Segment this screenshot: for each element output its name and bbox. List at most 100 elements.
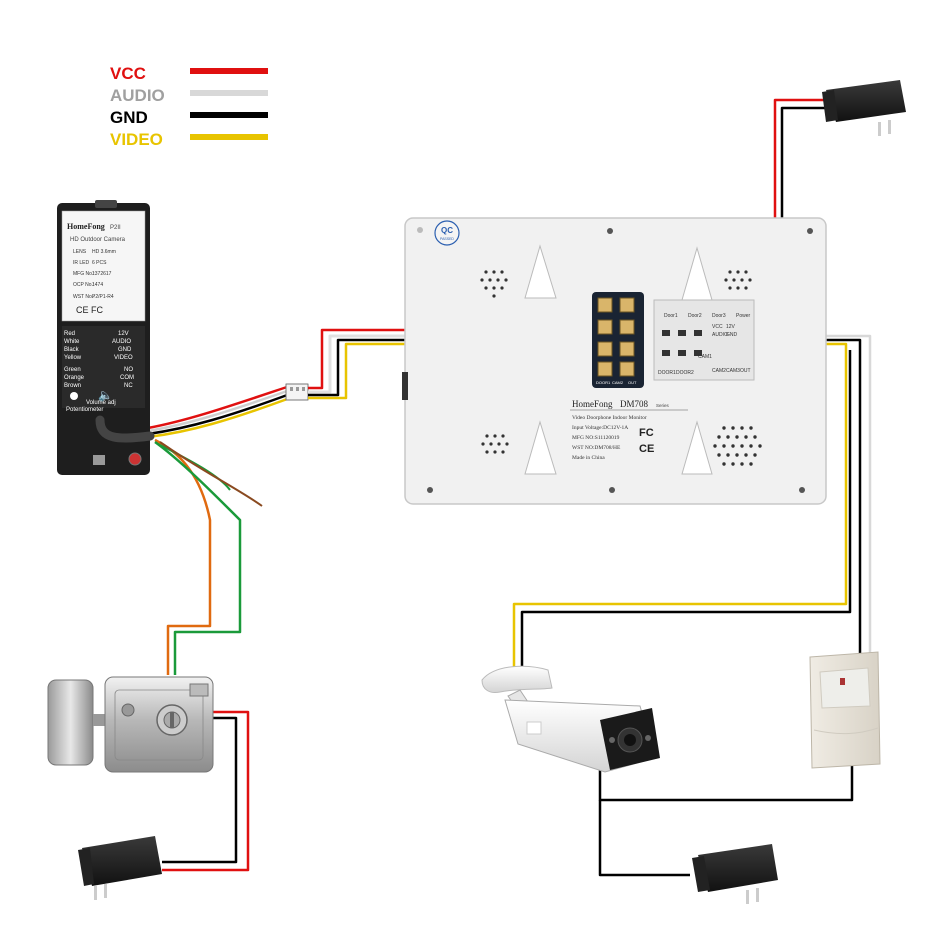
port-mid-vcc: VCC (712, 324, 723, 330)
port-mid-12v: 12V (726, 324, 736, 330)
port-low-door1: DOOR1 (658, 370, 676, 376)
pir-sensor (809, 651, 881, 769)
monitor-label-line3: MFG NO:S11120019 (572, 435, 620, 441)
speaker-icon: 🔈 (98, 388, 113, 402)
door-camera-brand: HomeFong (67, 222, 105, 231)
connector-label-out: OUT (628, 380, 637, 385)
door-camera-subtitle: HD Outdoor Camera (70, 237, 126, 243)
camera-power-adapter (692, 844, 778, 904)
legend-label-gnd: GND (110, 108, 148, 127)
door-camera-spec-wst-value: P2/P1-R4 (92, 294, 114, 300)
cctv-camera (481, 665, 660, 773)
monitor-label-line4: WST NO:DM708/HE (572, 445, 621, 451)
wires (147, 98, 872, 877)
monitor-label-line1: Video Doorphone Indoor Monitor (572, 415, 647, 421)
door-camera-spec-mfg-label: MFG No.: (73, 271, 95, 277)
door-camera-lead-wires (147, 384, 291, 675)
port-low-cam2: CAM2 (712, 368, 726, 374)
legend-label-video: VIDEO (110, 130, 163, 149)
port-low-cam3: CAM3 (726, 368, 740, 374)
door-camera-screw (128, 452, 142, 466)
qc-sub: PASSED (440, 237, 454, 241)
speaker-grill-bottom-left (481, 434, 509, 454)
wire-white-func: AUDIO (112, 339, 131, 345)
door-camera-spec-oc-value: 1474 (92, 282, 103, 288)
mount-hook-bottom-left (524, 420, 557, 475)
wire-brown-func: NC (124, 383, 133, 389)
door-camera-spec-lens-value: HD 3.6mm (92, 249, 116, 255)
monitor-power-adapter (822, 80, 906, 136)
wire-white-name: White (64, 339, 80, 345)
port-top-door1: Door1 (664, 313, 678, 319)
wire-connector (285, 383, 309, 401)
port-top-power: Power (736, 313, 751, 319)
monitor-product-label: HomeFong DM708 Series Video Doorphone In… (570, 399, 688, 461)
wire-orange-name: Orange (64, 375, 85, 381)
electric-lock (47, 676, 214, 773)
wire-green-name: Green (64, 367, 81, 373)
door-camera-spec-lens-label: LENS (73, 249, 87, 255)
wire-red-func: 12V (118, 331, 129, 337)
lock-power-wires (162, 710, 250, 872)
port-top-door3: Door3 (712, 313, 726, 319)
port-mid-gnd: GND (726, 332, 738, 338)
legend-item-audio: AUDIO (110, 86, 268, 105)
door-camera-model: P2II (110, 225, 121, 231)
speaker-grill-top-right (724, 270, 752, 290)
wire-brown-name: Brown (64, 383, 81, 389)
monitor-ce-mark: CE (639, 443, 654, 455)
legend-label-vcc: VCC (110, 64, 146, 83)
port-mid-audio: AUDIO (712, 332, 728, 338)
door-camera-spec-mfg-value: 1372617 (92, 271, 112, 277)
monitor-port-label-panel: Door1 Door2 Door3 Power VCC 12V AUDIO GN… (653, 299, 755, 381)
door-camera-spec-wst-label: WST No.: (73, 294, 95, 300)
lock-strike-plate (47, 679, 94, 766)
volume-adjust-knob (70, 392, 78, 400)
door-camera-marks: CE FC (76, 305, 104, 315)
speaker-grill-top-left (480, 270, 508, 298)
wire-black-name: Black (64, 347, 80, 353)
door-camera-cable-entry (95, 415, 155, 443)
monitor-model: DM708 (620, 399, 649, 409)
wire-black-func: GND (118, 347, 132, 353)
door-camera-spec-ir-value: 6 PCS (92, 260, 107, 266)
legend-item-vcc: VCC (110, 64, 268, 83)
port-low-out: OUT (740, 368, 751, 374)
speaker-grill-bottom-right (713, 426, 762, 466)
wire-green-func: NO (124, 367, 133, 373)
wire-yellow-name: Yellow (64, 355, 82, 361)
door-camera: HomeFong P2II HD Outdoor Camera LENS HD … (57, 200, 155, 475)
volume-adj-label: Volume adj (86, 400, 116, 406)
legend: VCC AUDIO GND VIDEO (110, 64, 268, 149)
monitor-label-line5: Made in China (572, 455, 605, 461)
monitor-fc-mark: FC (639, 427, 654, 439)
connector-label-door1: DOOR1 (596, 380, 611, 385)
port-low-door2: DOOR2 (676, 370, 694, 376)
door-camera-wire-table: Red 12V White AUDIO Black GND Yellow VID… (62, 326, 145, 413)
monitor-label-line2: Input Voltage:DC12V-1A (572, 425, 628, 431)
wire-yellow-func: VIDEO (114, 355, 133, 361)
legend-label-audio: AUDIO (110, 86, 165, 105)
mount-hook-top-left (524, 244, 557, 299)
connector-label-cam2: CAM2 (612, 380, 624, 385)
lock-power-adapter (78, 836, 162, 900)
monitor-brand: HomeFong (572, 399, 613, 409)
qc-sticker (434, 220, 460, 246)
door-camera-spec-ir-label: IR LED (73, 260, 90, 266)
legend-item-gnd: GND (110, 108, 268, 127)
mount-hook-bottom-right (681, 420, 713, 475)
indoor-monitor: QC PASSED (402, 217, 827, 505)
qc-label: QC (441, 226, 453, 235)
monitor-model-suffix: Series (656, 403, 670, 408)
port-low-cam1: CAM1 (698, 354, 712, 360)
legend-item-video: VIDEO (110, 130, 268, 149)
wire-orange-func: COM (120, 375, 134, 381)
monitor-connector-block: DOOR1 CAM2 OUT (592, 292, 644, 388)
door-camera-spec-oc-label: OCP No.: (73, 282, 94, 288)
camera-power-wires (598, 766, 854, 877)
potentiometer-label: Potentiometer (66, 407, 103, 413)
door-camera-mount-hole (93, 455, 105, 465)
wire-red-name: Red (64, 331, 75, 337)
port-top-door2: Door2 (688, 313, 702, 319)
